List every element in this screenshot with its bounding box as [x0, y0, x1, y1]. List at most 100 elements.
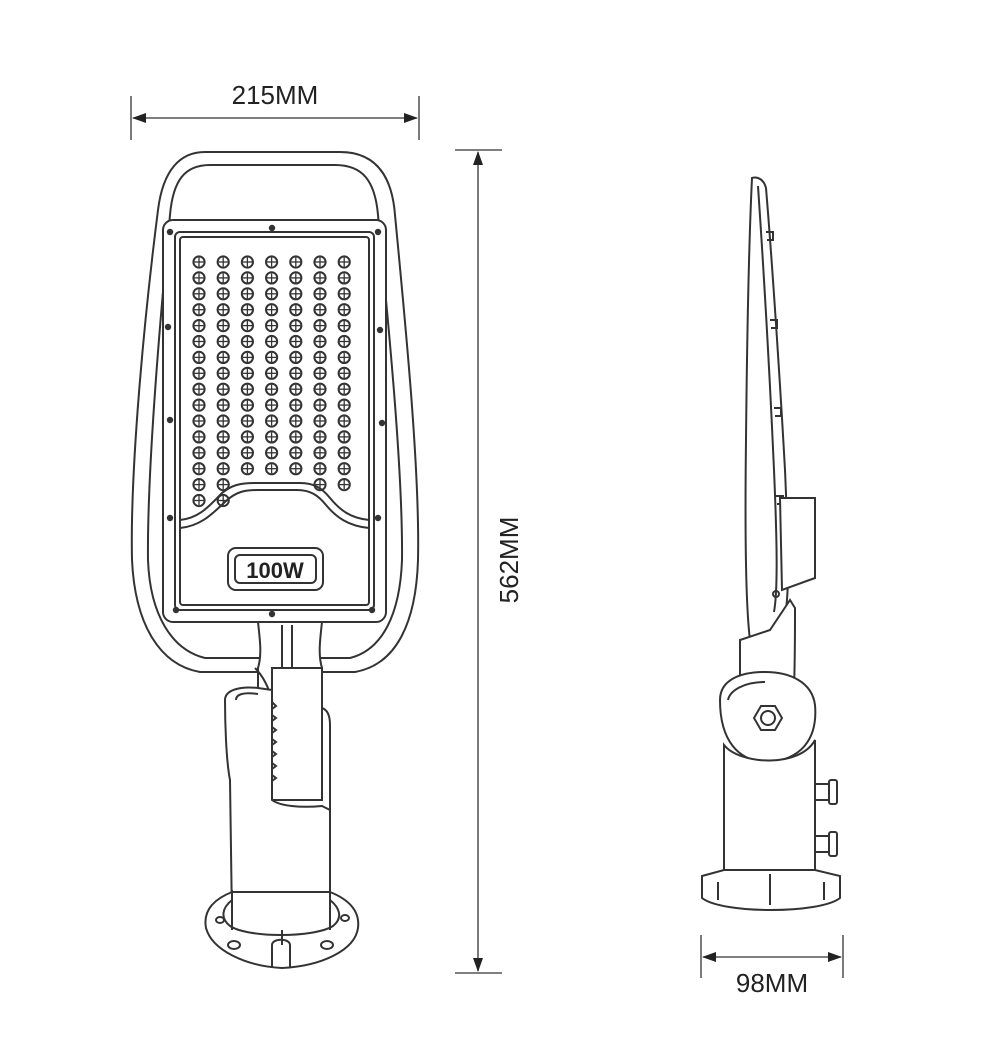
- led-chip: [240, 446, 254, 460]
- led-chip: [337, 462, 351, 476]
- led-chip: [192, 493, 206, 508]
- width-dimension: 215MM: [130, 80, 420, 140]
- led-chip: [313, 334, 327, 349]
- led-grid: [192, 255, 351, 508]
- led-chip: [192, 382, 206, 396]
- led-chip: [216, 255, 230, 269]
- height-dimension: 562MM: [455, 149, 524, 974]
- panel-screws: [164, 224, 386, 618]
- led-chip: [240, 303, 254, 317]
- led-chip: [265, 430, 279, 444]
- led-chip: [240, 271, 254, 285]
- led-chip: [265, 319, 279, 333]
- led-chip: [265, 366, 279, 380]
- led-chip: [192, 462, 206, 476]
- panel-screw: [378, 419, 386, 427]
- led-chip: [289, 430, 303, 444]
- led-chip: [265, 398, 279, 412]
- side-tab-2: [770, 319, 778, 329]
- led-chip: [289, 287, 303, 301]
- led-chip: [337, 287, 351, 301]
- led-chip: [337, 430, 351, 444]
- side-pivot-arc: [727, 681, 766, 701]
- pole-sleeve-inner: [235, 692, 259, 701]
- led-chip: [289, 255, 303, 269]
- led-chip: [216, 350, 230, 364]
- led-chip: [337, 271, 351, 285]
- depth-dimension: 98MM: [700, 935, 844, 998]
- led-chip: [337, 446, 351, 460]
- side-tab-1: [766, 231, 774, 241]
- led-chip: [216, 430, 230, 444]
- side-tab-3: [774, 407, 782, 417]
- led-chip: [337, 255, 351, 269]
- led-chip: [313, 382, 327, 396]
- led-chip: [265, 271, 279, 285]
- led-chip: [192, 287, 206, 301]
- led-chip: [337, 334, 351, 349]
- led-chip: [289, 382, 303, 396]
- led-chip: [240, 319, 254, 333]
- led-chip: [265, 446, 279, 460]
- led-chip: [240, 255, 254, 269]
- led-chip: [289, 462, 303, 476]
- led-chip: [313, 462, 327, 476]
- led-chip: [313, 255, 327, 269]
- led-chip: [240, 462, 254, 476]
- led-chip: [216, 478, 230, 492]
- pole-sleeve: [223, 686, 331, 921]
- led-chip: [337, 398, 351, 412]
- led-chip: [313, 271, 327, 285]
- side-view: [701, 176, 841, 911]
- driver-cover-wave-inner: [179, 489, 370, 529]
- side-screw: [772, 590, 780, 598]
- pole-sleeve-edge: [321, 707, 331, 810]
- led-chip: [192, 414, 206, 428]
- base-hole-right: [320, 940, 334, 950]
- base-hole-small-right: [340, 914, 350, 922]
- power-badge-inner: [234, 554, 317, 584]
- led-chip: [192, 271, 206, 285]
- led-chip: [216, 493, 230, 508]
- side-pivot-nut: [752, 705, 784, 731]
- led-chip: [289, 446, 303, 460]
- panel-screw: [376, 326, 384, 334]
- led-chip: [313, 287, 327, 301]
- side-housing-inner: [757, 185, 778, 613]
- led-chip: [337, 414, 351, 428]
- led-chip: [337, 319, 351, 333]
- panel-screw: [166, 416, 174, 424]
- led-chip: [240, 398, 254, 412]
- led-chip: [337, 350, 351, 364]
- led-chip: [216, 319, 230, 333]
- led-chip: [265, 414, 279, 428]
- panel-screw: [374, 514, 382, 522]
- led-chip: [313, 350, 327, 364]
- panel-screw: [374, 228, 382, 236]
- led-chip: [265, 287, 279, 301]
- led-chip: [265, 303, 279, 317]
- depth-label: 98MM: [736, 968, 808, 998]
- side-pivot-bolt: [760, 710, 776, 726]
- led-chip: [337, 382, 351, 396]
- led-chip: [240, 334, 254, 349]
- panel-screw: [166, 514, 174, 522]
- led-chip: [192, 350, 206, 364]
- led-chip: [313, 414, 327, 428]
- led-chip: [289, 398, 303, 412]
- led-chip: [337, 366, 351, 380]
- driver-cover-wave: [179, 482, 370, 521]
- width-label: 215MM: [232, 80, 319, 110]
- led-chip: [240, 350, 254, 364]
- led-chip: [192, 478, 206, 492]
- side-set-screw-1-head: [828, 779, 838, 805]
- base-hole-small-left: [215, 916, 225, 924]
- panel-screw: [368, 606, 376, 614]
- led-chip: [192, 430, 206, 444]
- led-chip: [216, 334, 230, 349]
- height-label: 562MM: [494, 517, 524, 604]
- led-chip: [289, 303, 303, 317]
- power-label: 100W: [246, 558, 304, 583]
